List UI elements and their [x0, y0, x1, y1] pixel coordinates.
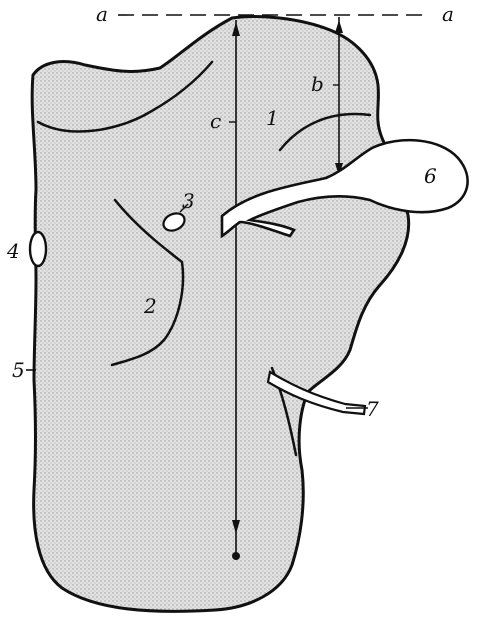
label-7: 7: [366, 397, 379, 421]
label-1: 1: [266, 106, 279, 130]
label-5: 5: [12, 358, 25, 382]
label-b: b: [311, 72, 324, 96]
label-3: 3: [182, 189, 195, 213]
structure-4-bulge: [30, 232, 46, 266]
label-2: 2: [143, 294, 157, 318]
label-6: 6: [424, 164, 437, 188]
label-a-right: a: [442, 2, 454, 26]
label-c: c: [210, 109, 221, 133]
label-a-left: a: [96, 2, 108, 26]
label-4: 4: [6, 239, 20, 263]
organ-outline: [32, 17, 409, 612]
